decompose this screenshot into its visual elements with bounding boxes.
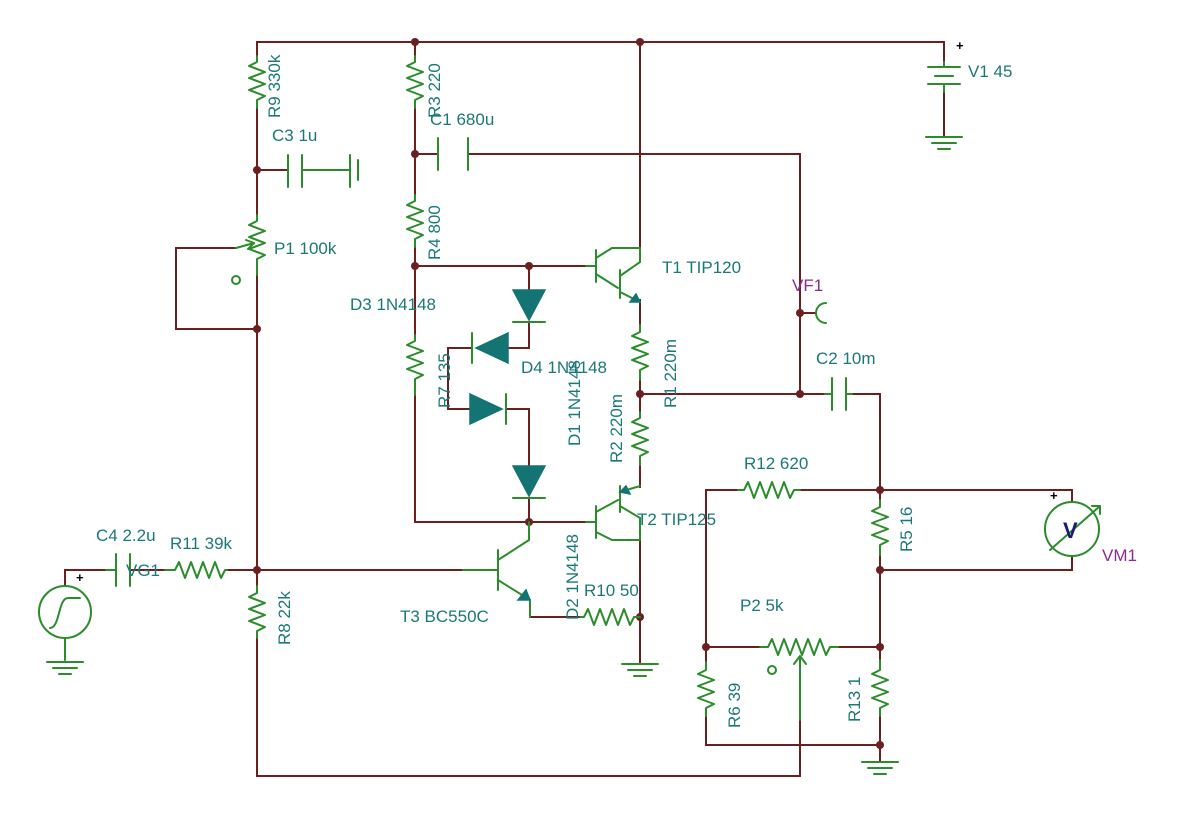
label-r6: R6 39 bbox=[725, 683, 744, 728]
diode-d1-symbol bbox=[469, 392, 507, 426]
probe-vf1-symbol bbox=[815, 302, 827, 324]
label-c2: C2 10m bbox=[816, 349, 876, 368]
ground-v1-symbol bbox=[925, 136, 963, 150]
vg1-plus-sign: + bbox=[76, 570, 84, 585]
label-vf1: VF1 bbox=[792, 276, 823, 295]
label-r11: R11 39k bbox=[170, 534, 233, 553]
resistor-r9-symbol bbox=[248, 55, 266, 109]
label-t1: T1 TIP120 bbox=[662, 258, 741, 277]
label-r7: R7 135 bbox=[435, 353, 454, 408]
resistor-r3-symbol bbox=[406, 55, 424, 109]
transistor-t1-symbol bbox=[585, 247, 642, 303]
capacitor-c1-symbol bbox=[437, 137, 469, 171]
resistor-r2-symbol bbox=[631, 411, 649, 466]
resistor-r11-symbol bbox=[164, 561, 228, 579]
resistor-r5-symbol bbox=[871, 499, 889, 556]
resistor-r7-symbol bbox=[406, 334, 424, 396]
resistor-r10-symbol bbox=[579, 608, 641, 626]
resistor-r1-symbol bbox=[631, 324, 649, 381]
label-r5: R5 16 bbox=[897, 507, 916, 552]
resistor-r6-symbol bbox=[697, 661, 715, 717]
label-p2: P2 5k bbox=[740, 596, 784, 615]
vm1-plus-sign: + bbox=[1050, 488, 1058, 503]
transistor-t3-symbol bbox=[462, 521, 532, 618]
battery-v1-symbol bbox=[927, 61, 961, 93]
potentiometer-p1-symbol bbox=[231, 214, 266, 285]
label-r8: R8 22k bbox=[275, 591, 294, 645]
capacitor-c4-symbol bbox=[105, 553, 131, 587]
label-r3: R3 220 bbox=[425, 63, 444, 118]
label-r10: R10 50 bbox=[584, 581, 639, 600]
label-c1: C1 680u bbox=[430, 110, 494, 129]
label-d3: D3 1N4148 bbox=[350, 295, 436, 314]
ground-r13-symbol bbox=[861, 761, 899, 775]
diode-d2-symbol bbox=[511, 465, 547, 499]
label-d1: D1 1N4148 bbox=[565, 360, 584, 446]
label-r2: R2 220m bbox=[607, 394, 626, 463]
label-p1: P1 100k bbox=[274, 239, 337, 258]
diode-d4-symbol bbox=[471, 331, 509, 365]
voltmeter-vm1-symbol: V bbox=[1044, 501, 1101, 557]
label-r12: R12 620 bbox=[744, 454, 808, 473]
ground-vg1-symbol bbox=[46, 661, 84, 675]
label-r4: R4 800 bbox=[425, 205, 444, 260]
resistor-r13-symbol bbox=[871, 659, 889, 717]
label-r13: R13 1 bbox=[845, 677, 864, 722]
capacitor-c3-symbol bbox=[287, 154, 359, 188]
resistor-r12-symbol bbox=[737, 481, 801, 499]
resistor-r8-symbol bbox=[248, 585, 266, 639]
label-vg1: VG1 bbox=[126, 561, 160, 580]
label-v1: V1 45 bbox=[968, 62, 1012, 81]
voltmeter-glyph: V bbox=[1063, 518, 1078, 543]
label-d2: D2 1N4148 bbox=[563, 534, 582, 620]
label-d4: D4 1N4148 bbox=[521, 358, 607, 377]
label-vm1: VM1 bbox=[1102, 546, 1137, 565]
label-c3: C3 1u bbox=[272, 126, 317, 145]
label-t2: T2 TIP125 bbox=[637, 510, 716, 529]
potentiometer-p2-symbol bbox=[759, 638, 839, 721]
component-labels: V1 45 R9 330k R3 220 C3 1u C1 680u R4 80… bbox=[96, 54, 1137, 728]
ground-t2-symbol bbox=[621, 663, 659, 677]
label-t3: T3 BC550C bbox=[400, 607, 489, 626]
label-r1: R1 220m bbox=[661, 339, 680, 408]
resistor-r4-symbol bbox=[406, 194, 424, 248]
capacitor-c2-symbol bbox=[824, 377, 853, 411]
label-c4: C4 2.2u bbox=[96, 526, 156, 545]
transistor-t2-symbol bbox=[585, 484, 641, 541]
junctions bbox=[253, 38, 884, 749]
label-r9: R9 330k bbox=[265, 54, 284, 118]
diode-d3-symbol bbox=[511, 289, 547, 323]
v1-plus-sign: + bbox=[956, 38, 964, 53]
generator-vg1-symbol bbox=[38, 585, 92, 661]
